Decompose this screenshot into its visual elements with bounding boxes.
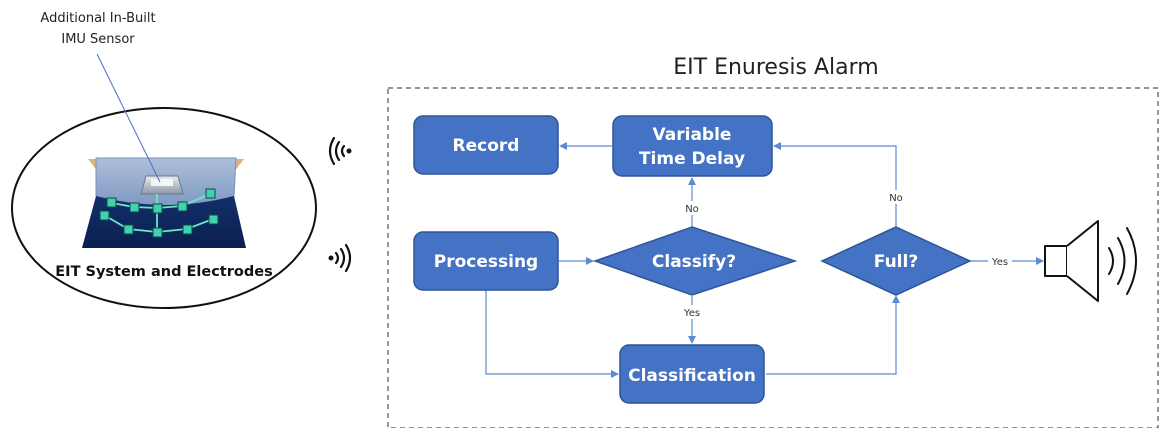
electrode [106, 197, 117, 208]
node-classify-label: Classify? [652, 252, 736, 272]
node-delay-label-line2: Time Delay [639, 149, 745, 169]
pad-body [82, 196, 246, 248]
imu-annotation-line1: Additional In-Built [40, 11, 155, 26]
electrodes [99, 188, 219, 238]
device-label: EIT System and Electrodes [55, 264, 272, 280]
electrode [205, 188, 216, 199]
electrode [208, 214, 219, 225]
edge-classification-to-full [766, 295, 900, 375]
node-full-decision: Full? [820, 226, 972, 296]
node-record: Record [413, 115, 559, 175]
electrode [152, 227, 163, 238]
label-full-no: No [889, 193, 903, 204]
eit-device: EIT System and Electrodes [11, 107, 317, 309]
label-full-yes: Yes [991, 257, 1008, 268]
node-classification-label: Classification [628, 366, 756, 386]
imu-annotation-line2: IMU Sensor [61, 32, 135, 47]
diagram-title: EIT Enuresis Alarm [673, 55, 878, 80]
imu-sensor-top [151, 179, 173, 186]
electrode [129, 202, 140, 213]
speaker-icon [1044, 220, 1137, 302]
imu-annotation-leader [96, 53, 161, 183]
electrode [177, 201, 188, 212]
electrode [99, 210, 110, 221]
wireless-receive-icon [328, 136, 352, 166]
electrode [123, 224, 134, 235]
wireless-transmit-icon [328, 243, 352, 273]
node-classification: Classification [619, 344, 765, 404]
node-classify-decision: Classify? [592, 226, 798, 296]
label-classify-yes: Yes [683, 308, 700, 319]
edge-processing-to-classification [485, 290, 619, 378]
node-delay-label-line1: Variable [653, 125, 732, 145]
node-processing: Processing [413, 231, 559, 291]
node-record-label: Record [453, 136, 520, 156]
electrode [152, 203, 163, 214]
edge-full-to-delay [773, 142, 897, 227]
pad-flap-right [234, 159, 244, 172]
node-full-label: Full? [874, 252, 918, 272]
node-processing-label: Processing [434, 252, 538, 272]
node-variable-time-delay: Variable Time Delay [612, 115, 773, 177]
electrode [182, 224, 193, 235]
label-classify-no: No [685, 204, 699, 215]
alarm-frame [387, 87, 1159, 428]
